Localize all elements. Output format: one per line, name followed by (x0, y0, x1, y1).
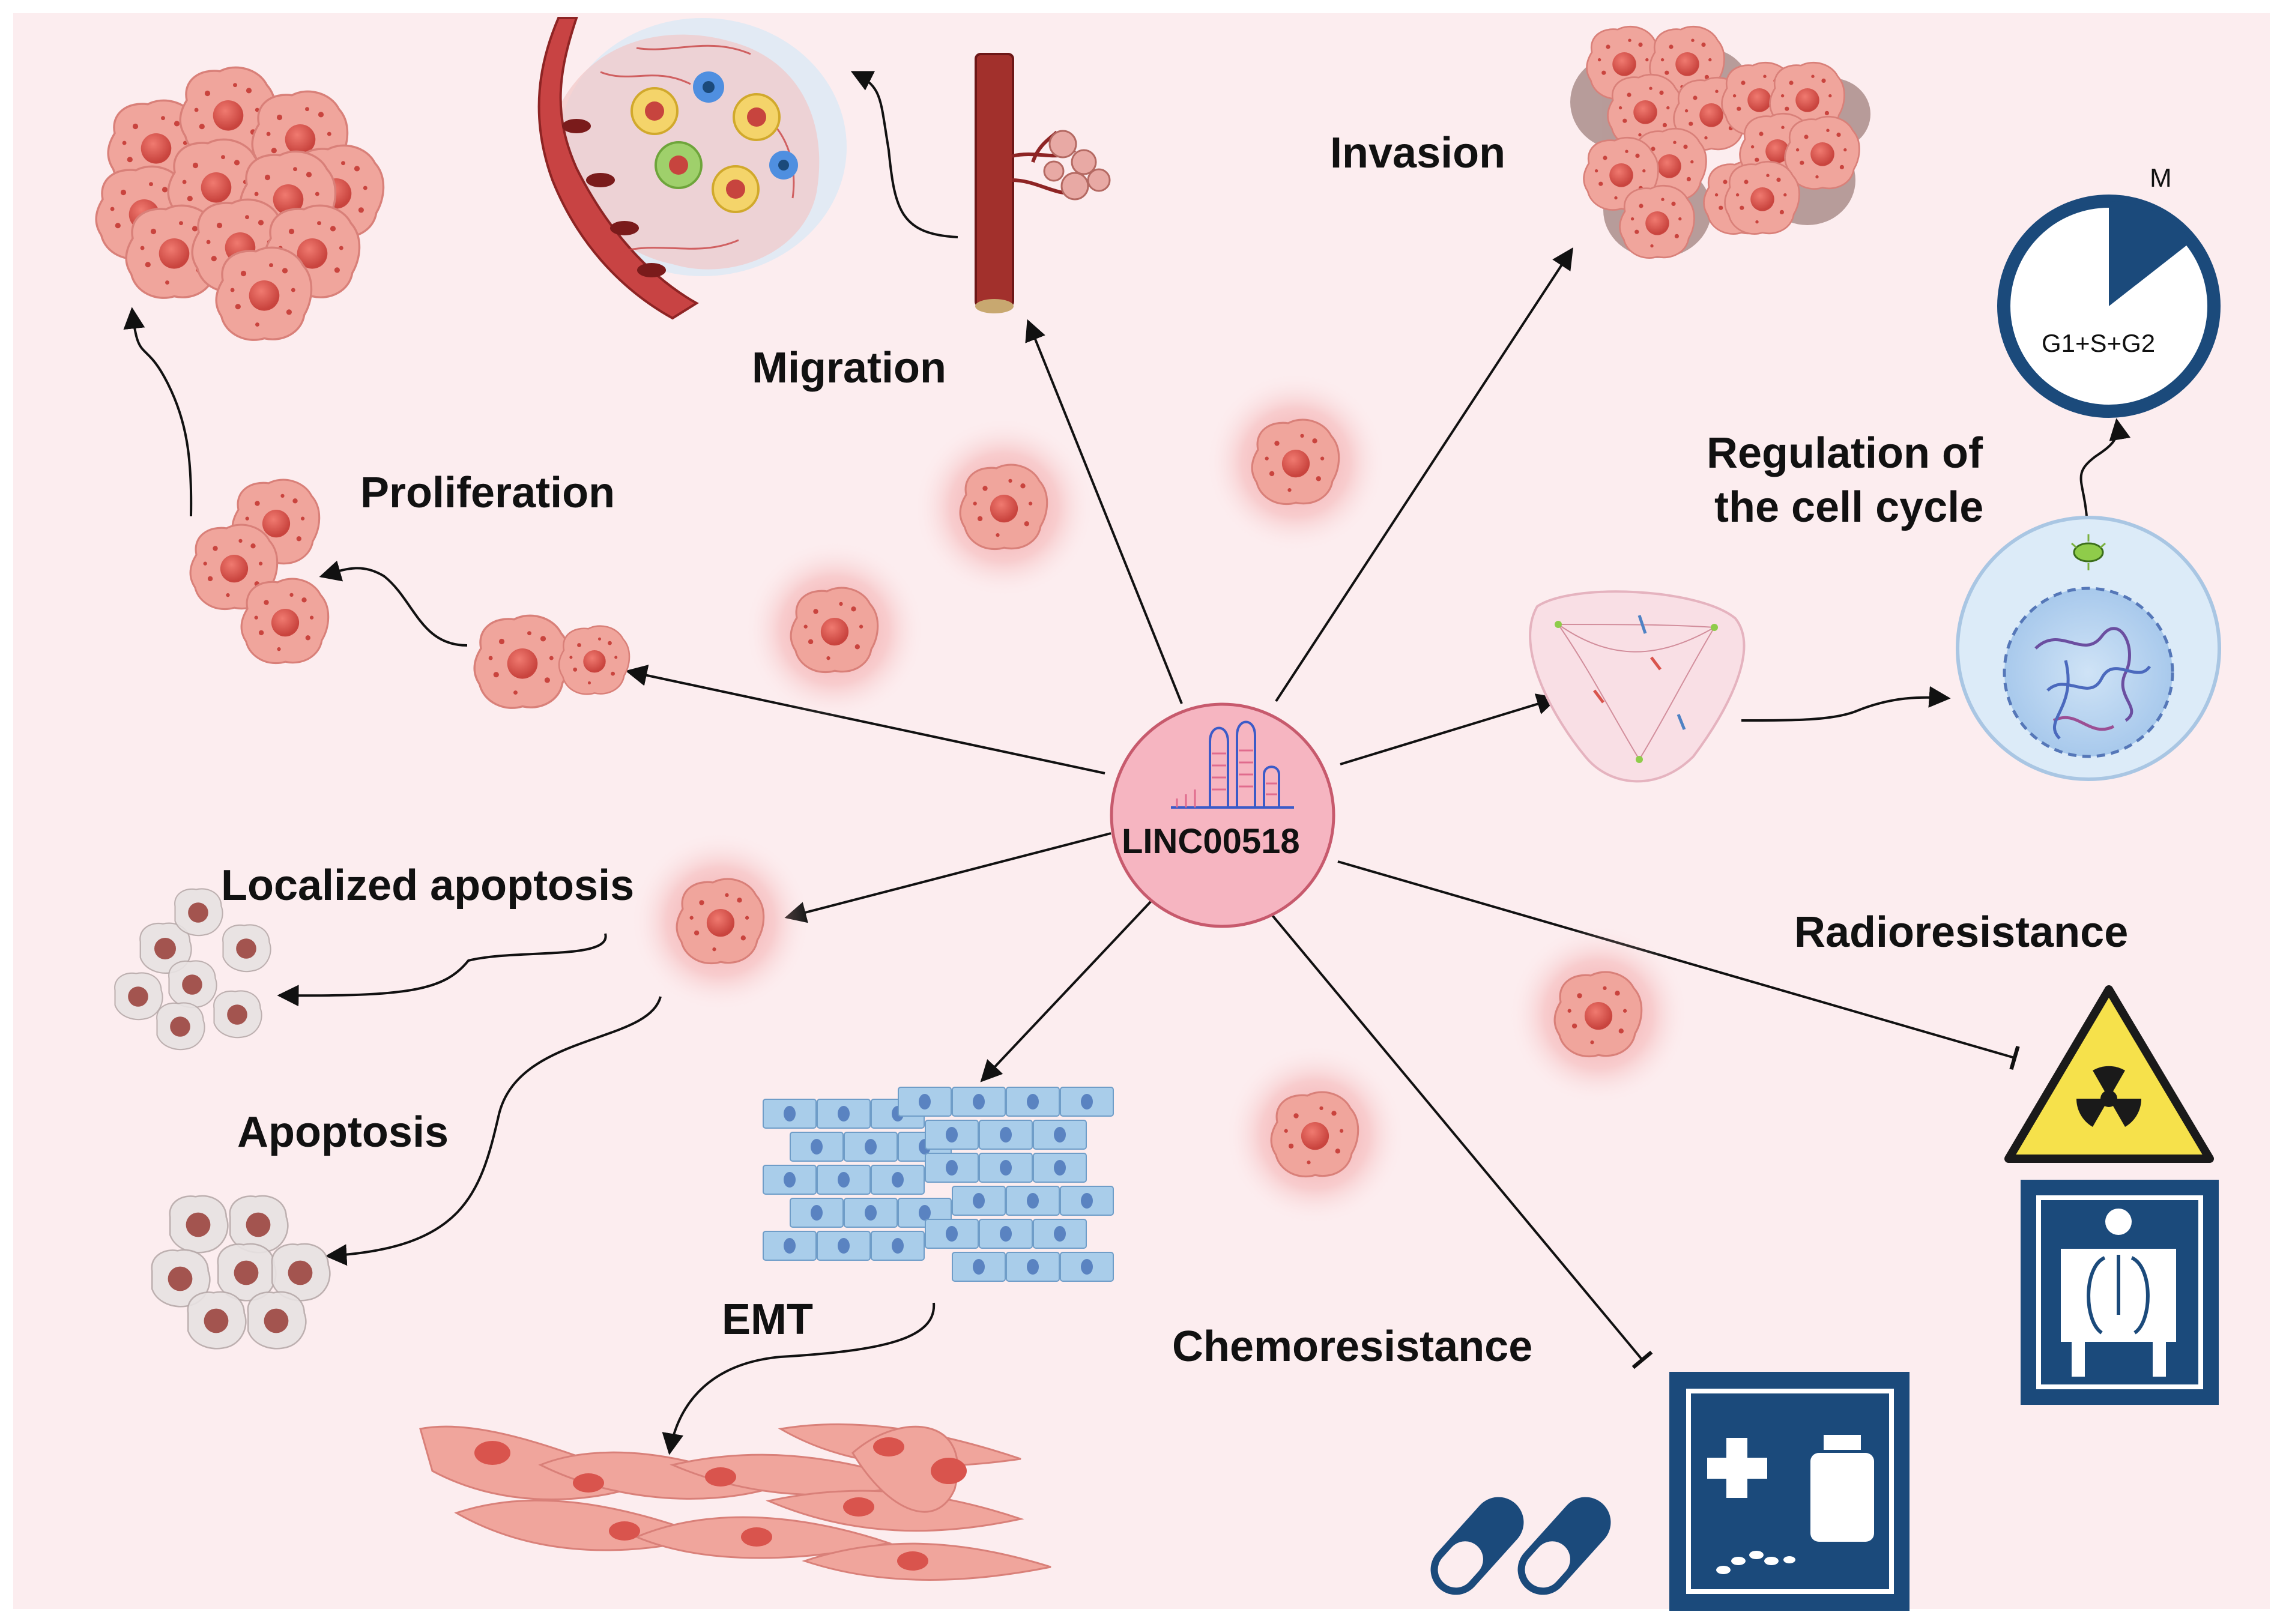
arrow-to-clock (2079, 418, 2131, 517)
cell-cycle-clock (1997, 195, 2221, 418)
invasion-label: Invasion (1330, 129, 1506, 177)
mitotic-spindle (1529, 590, 1746, 783)
center-label: LINC00518 (1122, 822, 1300, 861)
arrow-to-proliferation (625, 665, 1105, 774)
arrow-to-invasion (1275, 247, 1573, 702)
arrow-to-mitosis (1340, 693, 1559, 765)
nucleus-cell (1956, 516, 2221, 781)
arrow-to-tumor-mass (123, 307, 193, 517)
radiation-warning-icon (2004, 985, 2214, 1163)
invasion-cluster (1570, 25, 1870, 259)
immune-cells (630, 71, 798, 213)
arrow-to-apoptosis-cluster (325, 996, 662, 1266)
vessel-tissue-scene (537, 17, 847, 320)
secondary-arrows (123, 71, 2131, 1455)
clock-phase-interphase-label: G1+S+G2 (2042, 329, 2156, 357)
chemoresistance-label: Chemoresistance (1172, 1323, 1533, 1371)
arrow-to-migration (1025, 319, 1183, 704)
linc00518-node (1110, 702, 1335, 928)
blood-vessel (975, 53, 1111, 313)
arrow-to-apoptosis (784, 832, 1111, 923)
pharmacy-icon (1669, 1372, 1910, 1611)
arrow-to-localized-apoptosis (277, 933, 607, 1007)
inhibit-radioresistance (1337, 860, 2020, 1070)
radioresistance-label: Radioresistance (1794, 908, 2129, 956)
cell-cycle-label-line2: the cell cycle (1714, 483, 1984, 531)
inhibit-chemoresistance (1263, 904, 1653, 1369)
mesenchymal-cells (419, 1423, 1051, 1581)
migration-label: Migration (752, 344, 946, 392)
arrow-to-nucleus (1741, 686, 1951, 722)
emt-label: EMT (722, 1296, 813, 1344)
rna-hairpin-icon (1171, 720, 1294, 809)
proliferation-label: Proliferation (360, 469, 615, 517)
xray-scanner-icon (2021, 1180, 2219, 1405)
clock-phase-m-label: M (2150, 163, 2172, 193)
cell-cycle-label-line1: Regulation of (1707, 429, 1983, 477)
arrow-to-mesenchymal (662, 1302, 936, 1455)
connector-arrows (625, 247, 2020, 1369)
arrow-to-proliferation-cluster (319, 560, 468, 647)
arrow-to-emt (980, 899, 1153, 1082)
capsule-icon (1430, 1497, 1611, 1595)
floating-cells (630, 372, 1689, 1225)
receptor-icon (2071, 534, 2106, 570)
arrow-to-vessel-scene (850, 71, 958, 238)
apoptosis-label: Apoptosis (237, 1108, 449, 1156)
localized-apoptosis-label: Localized apoptosis (221, 862, 635, 910)
